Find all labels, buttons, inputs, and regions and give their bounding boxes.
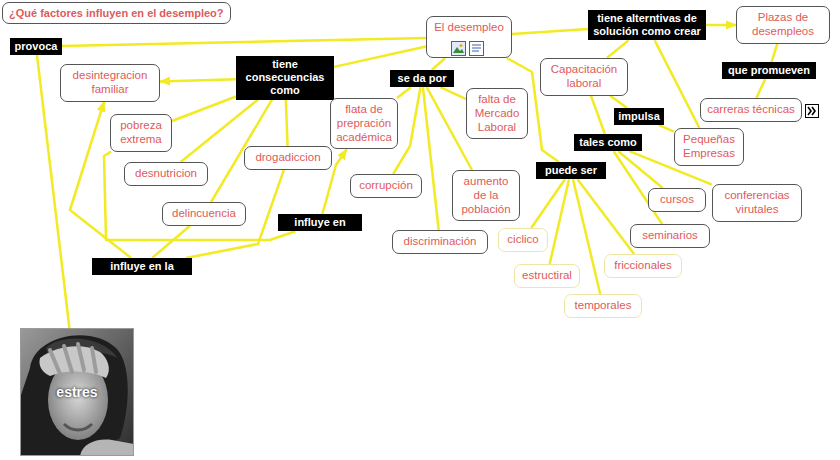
concept-box: delincuencia — [162, 202, 246, 226]
node-text: El desempleo — [432, 21, 506, 35]
node-text: ciclico — [504, 233, 542, 247]
connector — [659, 125, 674, 132]
node-text: tiene consecuencias como — [240, 58, 330, 98]
connector — [772, 44, 778, 62]
connector — [423, 87, 439, 230]
node-text: provoca — [14, 40, 58, 53]
connector — [172, 97, 236, 122]
connector — [440, 87, 466, 99]
connector — [152, 226, 190, 258]
node-text: drogadiccion — [250, 151, 326, 165]
connector — [756, 79, 765, 98]
concept-box: flata de prepración académica — [330, 98, 398, 149]
linking-phrase: que promueven — [722, 62, 816, 79]
node-text: delincuencia — [168, 207, 240, 221]
linking-phrase: tiene consecuencias como — [236, 56, 334, 100]
concept-box: Plazas de desempleos — [736, 6, 830, 44]
connector — [550, 179, 569, 264]
connector — [512, 29, 588, 34]
concept-box: desintegracion familiar — [60, 64, 160, 102]
concept-box: ciclico — [498, 228, 548, 252]
map-title: ¿Qué factores influyen en el desempleo? — [2, 2, 231, 24]
node-text: desintegracion familiar — [66, 69, 154, 97]
connector — [62, 38, 426, 46]
concept-box: seminarios — [630, 224, 710, 248]
concept-box: aumento de la población — [452, 170, 520, 221]
node-text: temporales — [570, 299, 636, 313]
connector — [286, 100, 288, 146]
connector — [610, 96, 627, 108]
connector — [578, 179, 635, 254]
concept-box: temporales — [564, 294, 642, 318]
node-text: que promueven — [726, 64, 812, 77]
concept-box: Capacitación laboral — [540, 58, 628, 96]
concept-box: estructiral — [514, 264, 580, 288]
node-text: tiene alterntivas de solución como crear — [592, 12, 702, 38]
node-text: cursos — [654, 193, 700, 207]
connector — [334, 47, 426, 67]
node-text: desnutricion — [130, 167, 202, 181]
image-concept: estres — [20, 328, 134, 456]
concept-box: Pequeñas Empresas — [674, 128, 744, 166]
concept-box: drogadiccion — [244, 146, 332, 170]
node-text: carreras técnicas — [706, 103, 796, 117]
node-text: aumento de la población — [458, 175, 514, 216]
node-text: conferencias virutales — [718, 189, 796, 217]
concept-box: falta de Mercado Laboral — [466, 88, 528, 139]
linking-phrase: tales como — [574, 134, 642, 151]
node-text: flata de prepración académica — [336, 103, 392, 144]
node-text: estructiral — [520, 269, 574, 283]
concept-box: corrupción — [350, 174, 422, 198]
concept-box: discriminación — [392, 230, 488, 254]
connector — [432, 58, 446, 70]
concept-box: desnutricion — [124, 162, 208, 186]
node-text: corrupción — [356, 179, 416, 193]
node-text: puede ser — [540, 164, 602, 177]
linking-phrase: influye en la — [92, 258, 192, 275]
linking-phrase: tiene alterntivas de solución como crear — [588, 10, 706, 40]
expand-icon — [805, 104, 819, 118]
connector — [607, 40, 629, 58]
node-text: friccionales — [610, 259, 676, 273]
node-text: Capacitación laboral — [546, 63, 622, 91]
concept-box: carreras técnicas — [700, 98, 802, 122]
concept-box: cursos — [648, 188, 706, 212]
node-text: se da por — [394, 72, 450, 85]
node-text: impulsa — [618, 110, 660, 123]
linking-phrase: provoca — [10, 38, 62, 55]
linking-phrase: impulsa — [614, 108, 664, 125]
node-text: discriminación — [398, 235, 482, 249]
linking-phrase: puede ser — [536, 162, 606, 179]
node-text: falta de Mercado Laboral — [472, 93, 522, 134]
concept-box: friccionales — [604, 254, 682, 278]
node-text: seminarios — [636, 229, 704, 243]
node-text: influye en la — [96, 260, 188, 273]
node-text: estres — [56, 384, 97, 401]
connector — [160, 79, 236, 81]
resource-icons — [451, 41, 485, 56]
concept-box: conferencias virutales — [712, 184, 802, 222]
node-text: tales como — [578, 136, 638, 149]
connector — [591, 96, 605, 134]
node-text: influye en — [282, 216, 358, 229]
connector — [397, 87, 411, 98]
linking-phrase: se da por — [390, 70, 454, 87]
node-text: Plazas de desempleos — [742, 11, 824, 39]
connector — [706, 24, 736, 27]
node-text: pobreza extrema — [116, 119, 166, 147]
concept-box: pobreza extrema — [110, 114, 172, 152]
linking-phrase: influye en — [278, 214, 362, 231]
node-text: Pequeñas Empresas — [680, 133, 738, 161]
